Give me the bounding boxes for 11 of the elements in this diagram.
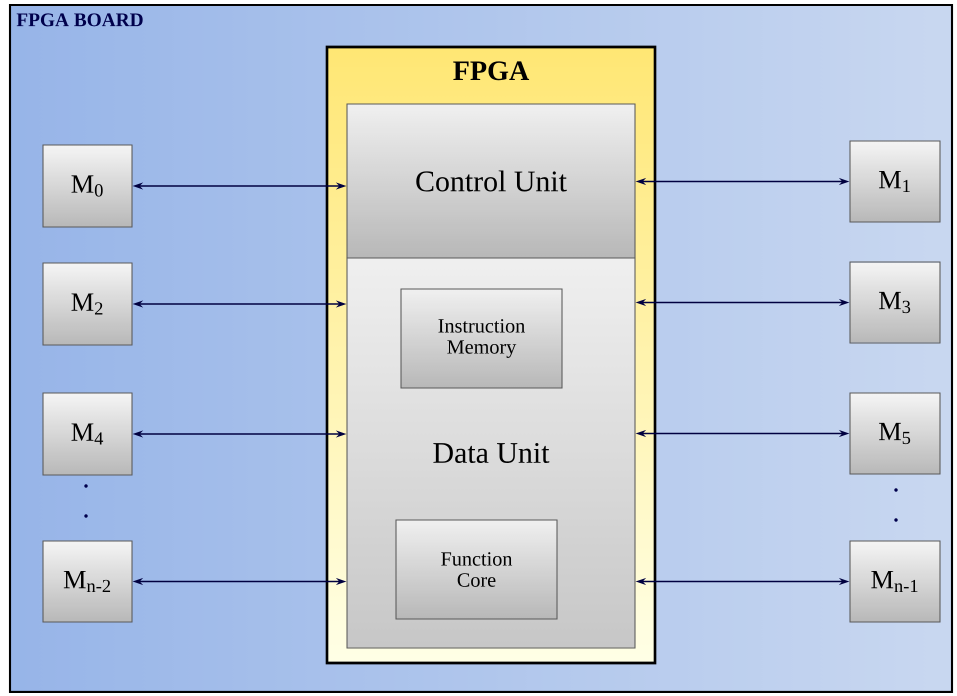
module-box: M$_{3}$ — [849, 261, 941, 344]
core-box: Function Core — [395, 519, 558, 620]
module-box: M$_{0}$ — [42, 144, 133, 228]
module-box: M$_{n-1}$ — [849, 540, 941, 623]
memory-box: Instruction Memory — [400, 288, 563, 389]
module-box: M$_{2}$ — [42, 262, 133, 346]
module-box: M$_{5}$ — [849, 392, 941, 475]
unit-box: Control Unit — [346, 103, 636, 259]
module-box: M$_{1}$ — [849, 140, 941, 223]
module-box: M$_{4}$ — [42, 392, 133, 476]
module-box: M$_{n-2}$ — [42, 540, 133, 623]
